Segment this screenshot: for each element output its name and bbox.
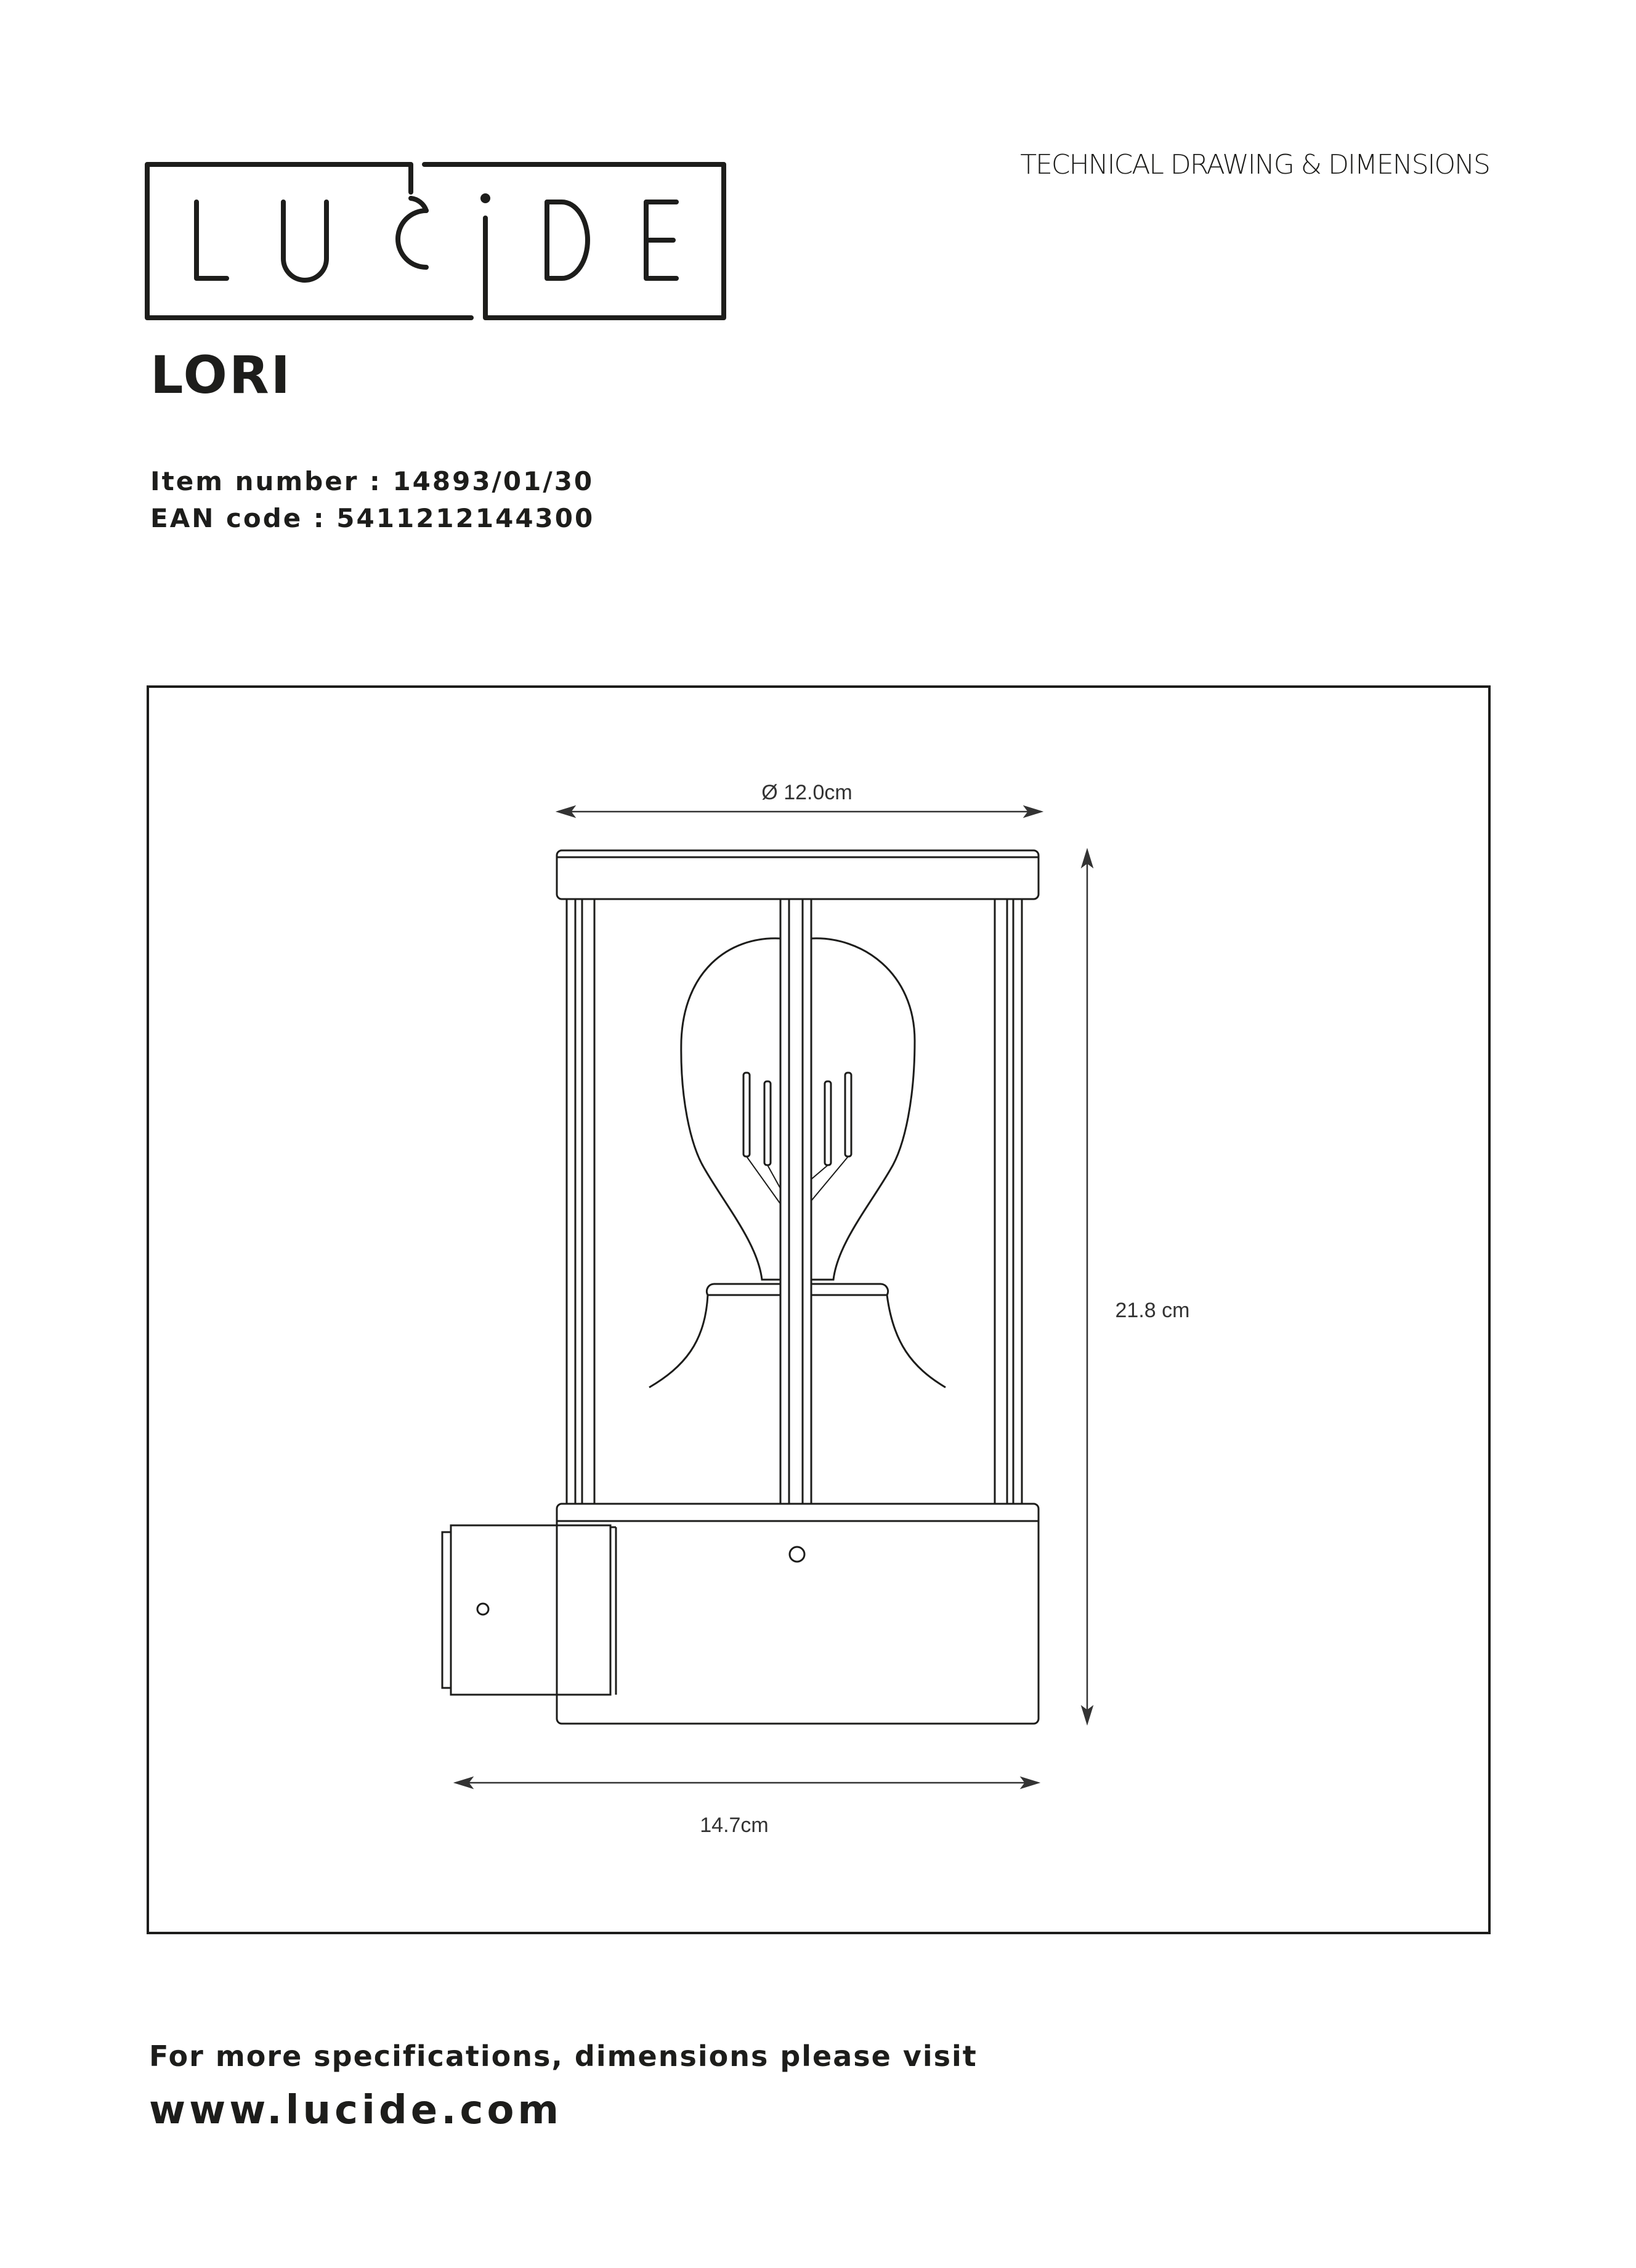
item-number: Item number : 14893/01/30 (150, 466, 594, 496)
height-dimension-label: 21.8 cm (1116, 1299, 1190, 1322)
footer-info-text: For more specifications, dimensions plea… (149, 2040, 978, 2073)
website-link[interactable]: www.lucide.com (149, 2088, 563, 2133)
lamp-drawing (441, 849, 1040, 1725)
depth-dimension-label: 14.7cm (700, 1814, 769, 1837)
ean-code: EAN code : 5411212144300 (150, 503, 595, 533)
lucide-logo (145, 162, 726, 320)
diameter-dimension-label: Ø 12.0cm (761, 781, 852, 804)
drawing-frame (147, 685, 1491, 1934)
dimension-lines (453, 805, 1094, 1790)
document-type-label: TECHNICAL DRAWING & DIMENSIONS (1020, 149, 1491, 180)
product-name: LORI (150, 345, 292, 405)
